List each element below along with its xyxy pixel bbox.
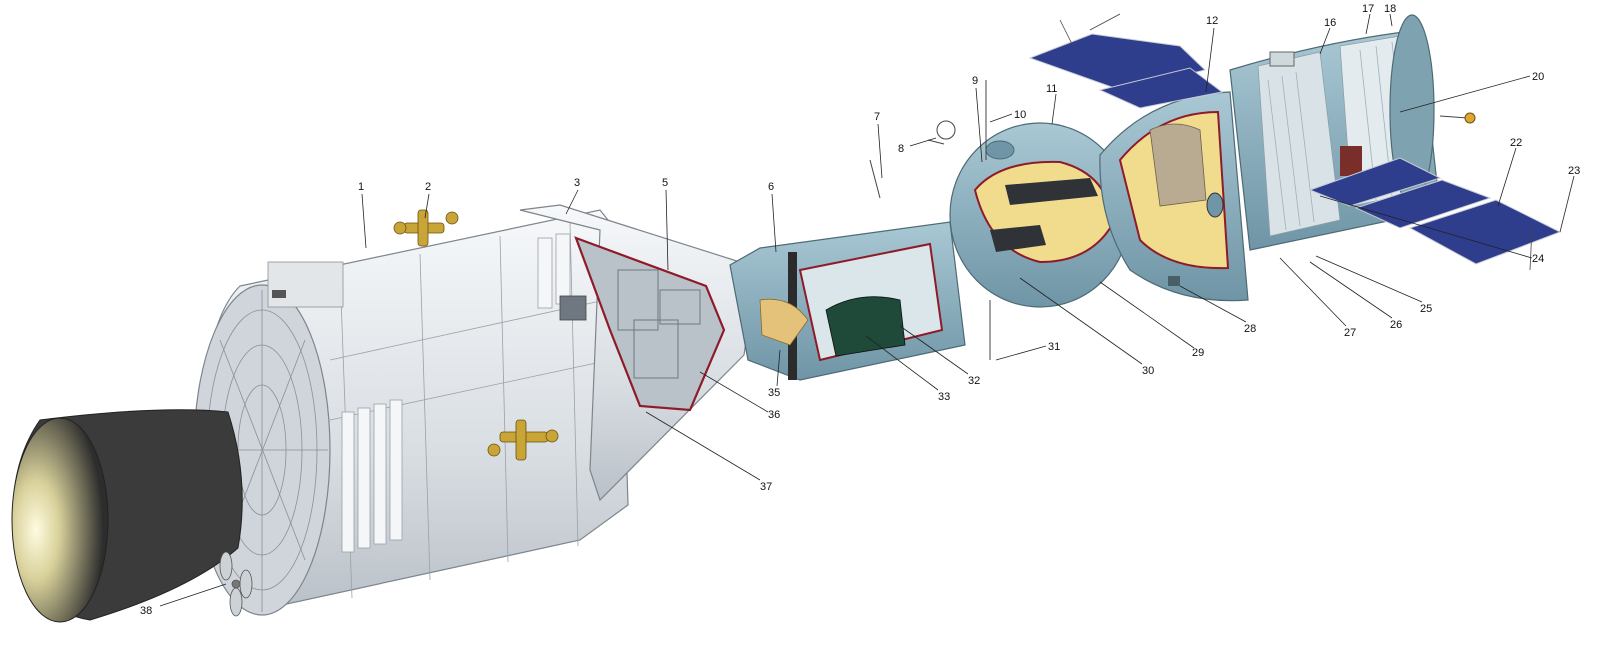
docking-module: [729, 221, 966, 381]
callout-10: 10: [1014, 109, 1026, 121]
apollo-service-module: [193, 209, 629, 616]
callout-24: 24: [1532, 253, 1544, 265]
callout-38: 38: [140, 605, 152, 617]
main-engine-nozzle: [11, 409, 243, 623]
callout-32: 32: [968, 375, 980, 387]
callout-labels: 1 2 3 5 6 7 8 9 10 11 12 16 17 18 20 22 …: [140, 3, 1580, 617]
callout-12: 12: [1206, 15, 1218, 27]
apollo-command-module: [519, 204, 753, 502]
callout-11: 11: [1046, 83, 1057, 95]
solar-panel-lower: [1308, 157, 1562, 271]
callout-33: 33: [938, 391, 950, 403]
callout-35: 35: [768, 387, 780, 399]
soyuz-orbital-module: [949, 122, 1131, 308]
callout-37: 37: [760, 481, 772, 493]
callout-17: 17: [1362, 3, 1374, 15]
callout-16: 16: [1324, 17, 1336, 29]
callout-5: 5: [662, 177, 668, 189]
callout-22: 22: [1510, 137, 1522, 149]
callout-3: 3: [574, 177, 580, 189]
callout-30: 30: [1142, 365, 1154, 377]
callout-18: 18: [1384, 3, 1396, 15]
callout-6: 6: [768, 181, 774, 193]
soyuz-descent-module: [1099, 91, 1249, 302]
leader-lines: [159, 13, 1575, 607]
probe-antenna: [1464, 112, 1476, 124]
callout-20: 20: [1532, 71, 1544, 83]
callout-29: 29: [1192, 347, 1204, 359]
landing-engine-block: [1168, 276, 1180, 286]
callout-28: 28: [1244, 323, 1256, 335]
callout-26: 26: [1390, 319, 1402, 331]
callout-36: 36: [768, 409, 780, 421]
soyuz-antennas: [869, 80, 1469, 360]
solar-panel-upper: [1028, 13, 1224, 109]
callout-27: 27: [1344, 327, 1356, 339]
s-band-antenna-fan: [219, 551, 253, 617]
callout-7: 7: [874, 111, 880, 123]
callout-25: 25: [1420, 303, 1432, 315]
rcs-thruster-quad-side: [487, 419, 559, 461]
callout-2: 2: [425, 181, 431, 193]
rcs-thruster-quad-top: [393, 209, 459, 247]
callout-8: 8: [898, 143, 904, 155]
callout-9: 9: [972, 75, 978, 87]
callout-31: 31: [1048, 341, 1060, 353]
callout-23: 23: [1568, 165, 1580, 177]
callout-1: 1: [358, 181, 364, 193]
